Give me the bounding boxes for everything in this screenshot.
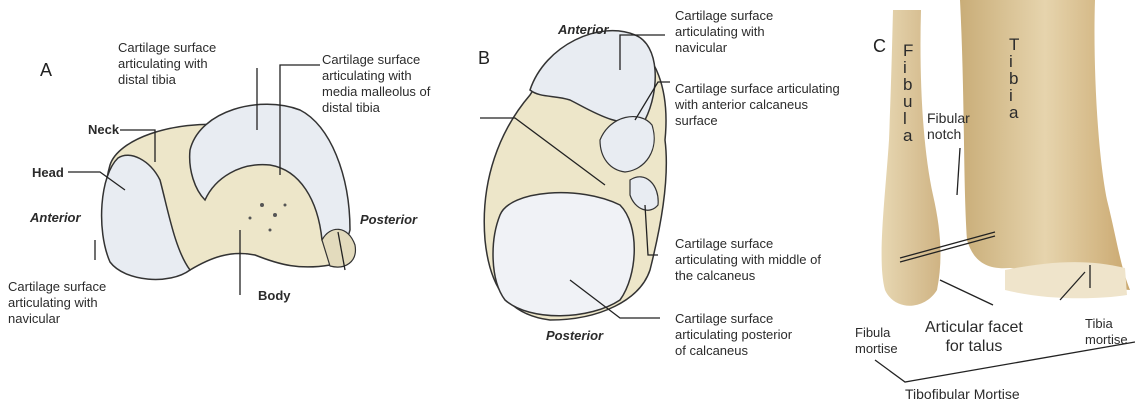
label-cartilage-anterior-calcaneus: Cartilage surface articulating with ante… — [675, 81, 840, 129]
label-cartilage-navicular-b: Cartilage surface articulating with navi… — [675, 8, 773, 56]
label-tibiofibular-mortise: Tibofibular Mortise — [905, 386, 1020, 402]
panel-a-letter: A — [40, 60, 52, 81]
label-cartilage-middle-calcaneus: Cartilage surface articulating with midd… — [675, 236, 821, 284]
label-fibular-notch: Fibular notch — [927, 110, 970, 142]
label-tibia: T i b i a — [1009, 36, 1019, 121]
label-posterior-b: Posterior — [546, 328, 603, 344]
label-fibula-mortise: Fibula mortise — [855, 325, 898, 357]
label-articular-facet: Articular facet for talus — [925, 318, 1023, 356]
label-head: Head — [32, 165, 64, 181]
panel-a: A Cartilage surface articulating with di… — [0, 0, 470, 405]
panel-c-letter: C — [873, 36, 886, 57]
label-tibia-mortise: Tibia mortise — [1085, 316, 1128, 348]
label-fibula: F i b u l a — [903, 42, 913, 144]
label-cartilage-posterior-calcaneus: Cartilage surface articulating posterior… — [675, 311, 792, 359]
leader-articular-left — [940, 280, 993, 305]
label-posterior: Posterior — [360, 212, 417, 228]
label-cartilage-navicular-a: Cartilage surface articulating with navi… — [8, 279, 106, 327]
panel-b: B Anterior Posterior Cartilage surface a… — [470, 0, 865, 405]
panel-c: C F i b u l a T i b i a Fibular notch Ar… — [845, 0, 1135, 405]
leader-fibular-notch — [957, 148, 960, 195]
label-body: Body — [258, 288, 291, 304]
label-anterior-b: Anterior — [558, 22, 609, 38]
label-cartilage-medial-malleolus: Cartilage surface articulating with medi… — [322, 52, 430, 116]
talus-inferior-illustration — [470, 0, 865, 405]
panel-b-letter: B — [478, 48, 490, 69]
label-anterior: Anterior — [30, 210, 81, 226]
label-neck: Neck — [88, 122, 119, 138]
label-cartilage-distal-tibia: Cartilage surface articulating with dist… — [118, 40, 216, 88]
